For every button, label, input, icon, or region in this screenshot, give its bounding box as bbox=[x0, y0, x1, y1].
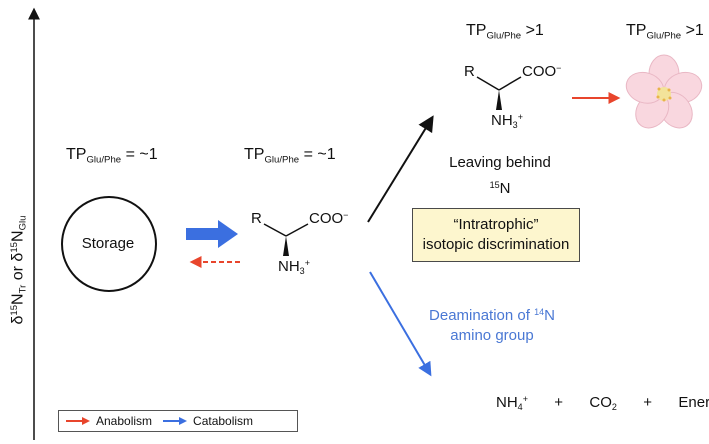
legend-catabolism: Catabolism bbox=[162, 414, 253, 428]
axis-sub-glu: Glu bbox=[17, 215, 29, 231]
axis-isotope-1: 15 bbox=[9, 304, 20, 316]
axis-delta-2: δ bbox=[9, 252, 27, 262]
wedge-bond-amine-upper bbox=[496, 90, 502, 110]
catabolism-arrow-icon bbox=[163, 417, 188, 425]
tp-flower-label: TPGlu/Phe >1 bbox=[626, 22, 704, 42]
upper-amino-carboxyl: COO− bbox=[522, 63, 562, 80]
bond-r-to-alpha-carbon bbox=[263, 223, 287, 237]
axis-or: or bbox=[9, 261, 27, 285]
cherry-blossom-icon bbox=[625, 54, 703, 129]
deamination-line1: Deamination of 14N bbox=[429, 306, 555, 324]
legend-anabolism-label: Anabolism bbox=[96, 414, 153, 428]
deamination-line2: amino group bbox=[450, 326, 534, 344]
storage-circle bbox=[61, 196, 157, 292]
amino-amine: NH3+ bbox=[278, 258, 310, 277]
tp-amino-label: TPGlu/Phe = ~1 bbox=[244, 146, 336, 166]
amino-carboxyl: COO− bbox=[309, 210, 349, 227]
axis-delta-1: δ bbox=[9, 315, 27, 325]
deamination-label: Deamination of 14N amino group bbox=[412, 302, 572, 346]
legend-catabolism-label: Catabolism bbox=[193, 414, 254, 428]
leaving-behind-label: Leaving behind 15N bbox=[440, 152, 560, 200]
product-energy: Energy bbox=[678, 394, 709, 411]
wedge-bond-amine-lower bbox=[283, 236, 289, 256]
product-plus-2: + bbox=[643, 394, 653, 411]
upper-amino-amine: NH3+ bbox=[491, 112, 523, 131]
catabolism-block-arrow bbox=[186, 220, 238, 248]
product-co2: CO2 bbox=[589, 394, 617, 413]
tp-upper-amino-label: TPGlu/Phe >1 bbox=[466, 22, 544, 42]
anabolism-arrow-icon bbox=[66, 417, 90, 425]
product-ammonium: NH4+ bbox=[496, 394, 528, 413]
catabolism-products: NH4+ + CO2 + Energy bbox=[496, 394, 709, 412]
bond-alpha-carbon-to-carboxyl bbox=[285, 223, 309, 237]
amino-r-group: R bbox=[251, 210, 262, 227]
upper-amino-r-group: R bbox=[464, 63, 475, 80]
bond-alpha-carbon-to-carboxyl-upper bbox=[498, 76, 522, 91]
anabolic-pathway-arrow bbox=[367, 115, 434, 223]
catabolic-pathway-arrow bbox=[369, 271, 432, 377]
axis-n-2: N bbox=[9, 230, 27, 242]
intratrophic-line2: isotopic discrimination bbox=[422, 236, 570, 253]
tp-storage-label: TPGlu/Phe = ~1 bbox=[66, 146, 158, 166]
legend-anabolism: Anabolism bbox=[65, 414, 152, 428]
storage-label: Storage bbox=[81, 235, 135, 252]
intratrophic-discrimination-box: “Intratrophic” isotopic discrimination bbox=[412, 208, 580, 262]
axis-sub-tr: Tr bbox=[17, 284, 29, 294]
y-axis-label: δ15NTr or δ15NGlu bbox=[4, 168, 164, 324]
product-plus-1: + bbox=[554, 394, 564, 411]
legend: Anabolism Catabolism bbox=[58, 410, 298, 432]
axis-n-1: N bbox=[9, 293, 27, 305]
axis-isotope-2: 15 bbox=[9, 241, 20, 253]
bond-r-to-alpha-carbon-upper bbox=[476, 76, 500, 91]
intratrophic-line1: “Intratrophic” bbox=[453, 216, 539, 233]
leaving-line1: Leaving behind bbox=[449, 154, 551, 171]
leaving-line2: 15N bbox=[489, 179, 511, 197]
